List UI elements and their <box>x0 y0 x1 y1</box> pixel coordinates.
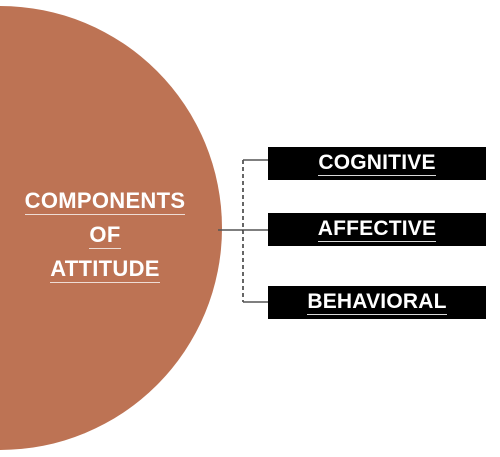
center-title-line-3: ATTITUDE <box>0 256 210 284</box>
node-behavioral: BEHAVIORAL <box>268 286 486 319</box>
node-cognitive: COGNITIVE <box>268 147 486 180</box>
center-title-text-2: OF <box>89 222 121 250</box>
node-affective: AFFECTIVE <box>268 213 486 246</box>
center-title-line-2: OF <box>0 222 210 250</box>
half-circle <box>0 6 222 450</box>
center-title-line-1: COMPONENTS <box>0 188 210 216</box>
node-cognitive-label: COGNITIVE <box>318 151 436 177</box>
node-affective-label: AFFECTIVE <box>317 217 437 243</box>
center-title-text-3: ATTITUDE <box>50 256 160 284</box>
node-behavioral-label: BEHAVIORAL <box>307 290 447 316</box>
center-title-text-1: COMPONENTS <box>24 188 186 216</box>
